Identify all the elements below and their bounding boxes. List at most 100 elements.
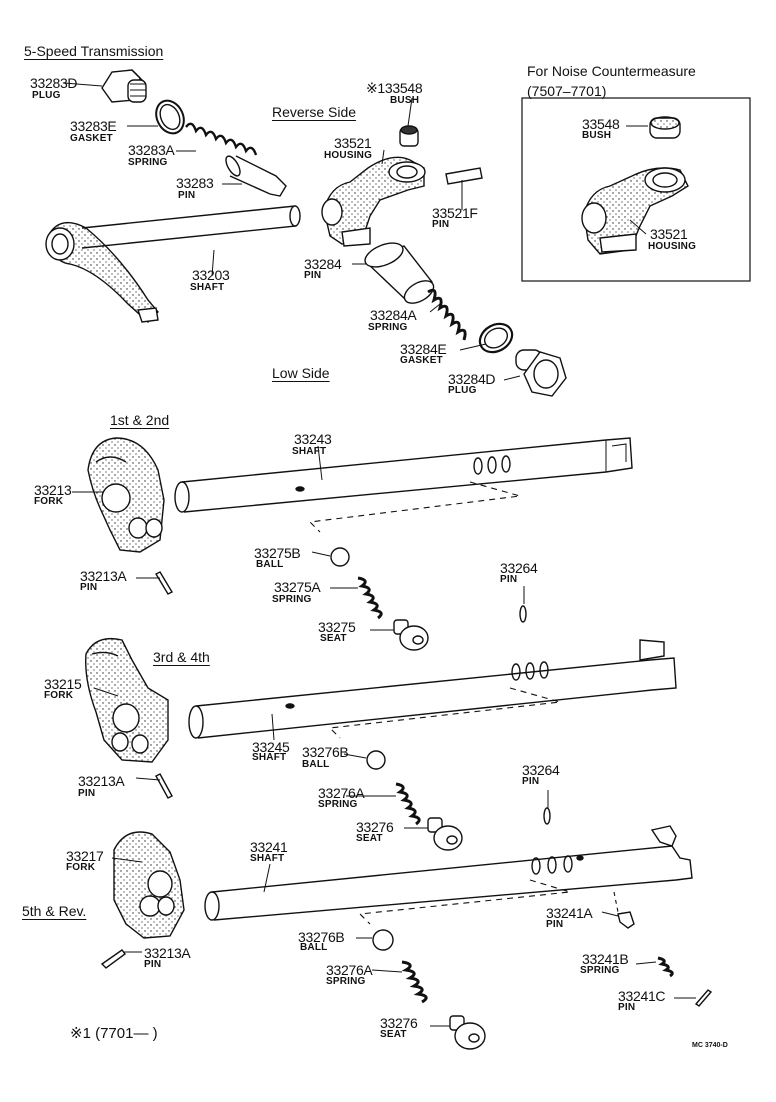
- part-desc-133548: BUSH: [390, 95, 420, 106]
- pin-33241A-drawing: [617, 911, 635, 929]
- part-number-33276-2: 33276: [380, 1015, 418, 1031]
- shaft-33245-drawing: [188, 639, 677, 739]
- part-desc-33215: FORK: [44, 690, 74, 701]
- part-number-33243: 33243: [294, 431, 332, 447]
- part-desc-33213A-2: PIN: [78, 788, 96, 799]
- part-number-33283D: 33283D: [30, 75, 78, 91]
- noise-countermeasure-box: [521, 97, 751, 282]
- part-number-33213A-1: 33213A: [80, 568, 127, 584]
- part-desc-33243: SHAFT: [292, 446, 327, 457]
- pin-33521F-drawing: [445, 167, 483, 185]
- detent-line-2: [328, 687, 561, 739]
- part-desc-33217: FORK: [66, 862, 96, 873]
- part-number-33213: 33213: [34, 482, 72, 498]
- pin-33241C-drawing: [694, 989, 713, 1007]
- part-number-33275A: 33275A: [274, 579, 321, 595]
- gasket-33283E-drawing: [155, 99, 185, 135]
- detent-line-1: [308, 481, 521, 533]
- part-number-33521-noise: 33521: [650, 226, 688, 242]
- part-desc-33284: PIN: [304, 270, 322, 281]
- part-desc-33521F: PIN: [432, 219, 450, 230]
- plug-33283D-drawing: [101, 69, 147, 103]
- bush-33548-drawing: [649, 116, 681, 139]
- part-desc-33521-noise: HOUSING: [648, 241, 697, 252]
- part-desc-33283D: PLUG: [32, 90, 61, 101]
- part-number-33284A: 33284A: [370, 307, 417, 323]
- gasket-33284E-drawing: [478, 322, 514, 354]
- part-number-33215: 33215: [44, 676, 82, 692]
- part-number-33241C: 33241C: [618, 988, 666, 1004]
- part-desc-33283: PIN: [178, 190, 196, 201]
- part-number-133548: ※133548: [366, 80, 423, 96]
- noise-box-range: (7507–7701): [527, 83, 607, 99]
- heading-3rd-4th: 3rd & 4th: [153, 649, 210, 665]
- footnote: ※1 (7701— ): [70, 1025, 158, 1042]
- part-number-33521F: 33521F: [432, 205, 478, 221]
- part-desc-33264-1: PIN: [500, 574, 518, 585]
- heading-low-side: Low Side: [272, 365, 330, 381]
- shaft-33243-drawing: [174, 437, 633, 513]
- heading-5th-rev: 5th & Rev.: [22, 903, 87, 919]
- part-desc-33276B-2: BALL: [300, 942, 328, 953]
- fork-33217-drawing: [113, 831, 185, 939]
- part-number-33548-noise: 33548: [582, 116, 620, 132]
- plug-33284D-drawing: [515, 349, 567, 397]
- spring-33275A-drawing: [357, 576, 383, 620]
- pin-33213A-2-drawing: [155, 773, 173, 799]
- part-number-33203: 33203: [192, 267, 230, 283]
- fork-33215-drawing: [85, 637, 169, 763]
- shaft-33241-drawing: [204, 825, 693, 921]
- part-desc-33276-1: SEAT: [356, 833, 383, 844]
- part-desc-33284A: SPRING: [368, 322, 408, 333]
- part-desc-33213A-1: PIN: [80, 582, 98, 593]
- ball-33275B-drawing: [330, 547, 350, 567]
- fork-33213-drawing: [87, 437, 165, 553]
- shaft-33203-drawing: [45, 205, 301, 323]
- part-desc-33276A-2: SPRING: [326, 976, 366, 987]
- part-number-33217: 33217: [66, 848, 104, 864]
- part-number-33275: 33275: [318, 619, 356, 635]
- part-desc-33275A: SPRING: [272, 594, 312, 605]
- part-desc-33284D: PLUG: [448, 385, 477, 396]
- part-number-33276B-1: 33276B: [302, 744, 349, 760]
- pin-33264-1-drawing: [519, 605, 527, 623]
- part-desc-33276A-1: SPRING: [318, 799, 358, 810]
- spring-33276A-1-drawing: [395, 782, 421, 826]
- spring-33241B-drawing: [657, 956, 674, 978]
- part-desc-33275: SEAT: [320, 633, 347, 644]
- part-number-33241B: 33241B: [582, 951, 629, 967]
- part-number-33264-1: 33264: [500, 560, 538, 576]
- part-desc-33213: FORK: [34, 496, 64, 507]
- part-desc-33245: SHAFT: [252, 752, 287, 763]
- part-desc-33284E: GASKET: [400, 355, 443, 366]
- part-desc-33276-2: SEAT: [380, 1029, 407, 1040]
- part-desc-33241B: SPRING: [580, 965, 620, 976]
- part-number-33276-1: 33276: [356, 819, 394, 835]
- part-desc-33275B: BALL: [256, 559, 284, 570]
- part-number-33283E: 33283E: [70, 118, 117, 134]
- leader-lines: [63, 82, 696, 1027]
- part-desc-33264-2: PIN: [522, 776, 540, 787]
- pin-33284-drawing: [364, 242, 435, 304]
- heading-reverse-side: Reverse Side: [272, 104, 357, 120]
- pin-33213A-1-drawing: [155, 571, 173, 595]
- part-number-33284D: 33284D: [448, 371, 496, 387]
- spring-33283A-drawing: [185, 122, 258, 156]
- housing-33521-drawing: [321, 156, 426, 247]
- part-number-33284: 33284: [304, 256, 342, 272]
- pin-33283-drawing: [225, 155, 287, 197]
- part-number-33213A-2: 33213A: [78, 773, 125, 789]
- part-desc-33203: SHAFT: [190, 282, 225, 293]
- part-number-33283: 33283: [176, 175, 214, 191]
- ball-33276B-2-drawing: [372, 929, 394, 951]
- part-number-33241A: 33241A: [546, 905, 593, 921]
- pin-33213A-3-drawing: [100, 949, 126, 969]
- noise-box-title: For Noise Countermeasure: [527, 63, 696, 79]
- part-number-33245: 33245: [252, 739, 290, 755]
- part-desc-33283A: SPRING: [128, 157, 168, 168]
- ball-33276B-1-drawing: [366, 750, 386, 770]
- part-number-33283A: 33283A: [128, 142, 175, 158]
- detent-line-3: [358, 879, 571, 925]
- part-number-33213A-3: 33213A: [144, 945, 191, 961]
